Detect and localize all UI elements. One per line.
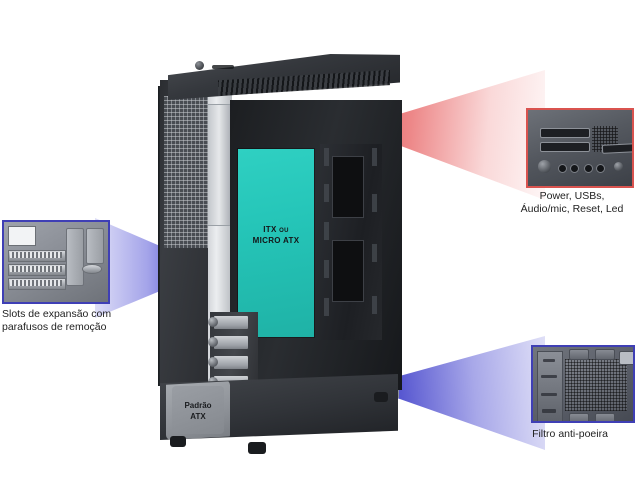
mic-jack-icon: [570, 164, 579, 173]
cage-rail: [372, 244, 377, 262]
expansion-slot-cover: [214, 336, 248, 349]
callout-image-dust-filter: [531, 345, 635, 423]
filter-mark: [541, 375, 557, 378]
psu-label-line-2: ATX: [190, 412, 206, 421]
drive-cage-slot: [332, 156, 364, 218]
motherboard-support-line-1: ITX ou: [263, 225, 289, 234]
reset-button-icon: [614, 162, 623, 171]
callout-label-dust-filter: Filtro anti-poeira: [500, 428, 640, 441]
usb-port-icon: [540, 142, 590, 152]
filter-tab: [595, 413, 615, 421]
slot-rail: [86, 228, 104, 264]
motherboard-support-line-2: MICRO ATX: [252, 236, 300, 245]
callout-label-dust-filter-line-1: Filtro anti-poeira: [532, 428, 608, 440]
callout-label-expansion-slots: Slots de expansão com parafusos de remoç…: [2, 308, 162, 334]
filter-tab: [569, 349, 589, 360]
power-button-icon: [538, 160, 551, 173]
callout-image-expansion-slots: [2, 220, 110, 304]
psu-label-line-1: Padrão: [184, 401, 212, 410]
slot-rail: [66, 228, 84, 286]
case-foot: [374, 392, 388, 402]
slot-teeth: [10, 280, 62, 286]
motherboard-support-label: ITX ou MICRO ATX: [238, 224, 314, 246]
filter-tab: [595, 349, 615, 360]
dust-filter-mesh: [565, 359, 627, 411]
callout-label-expansion-slots-line-2: parafusos de remoção: [2, 321, 107, 333]
top-cover-slot: [212, 65, 234, 69]
callout-label-front-io-line-2: Áudio/mic, Reset, Led: [520, 203, 624, 215]
front-panel-slot: [601, 143, 632, 154]
cage-rail: [324, 260, 329, 278]
filter-mark: [543, 359, 555, 362]
psu-standard-label: Padrão ATX: [172, 400, 224, 422]
thumbscrew-icon: [208, 357, 218, 367]
screw-icon: [195, 61, 204, 70]
cage-rail: [324, 222, 329, 240]
inner-panel-plate: [208, 104, 230, 226]
filter-corner-tab: [619, 351, 633, 365]
case-foot: [170, 436, 186, 447]
cage-rail: [372, 194, 377, 212]
usb-port-icon: [540, 128, 590, 138]
cage-rail: [324, 148, 329, 166]
slot-teeth: [10, 252, 62, 258]
motherboard-tray-area: [238, 149, 314, 337]
expansion-slot-cover: [214, 356, 248, 369]
callout-image-front-io: [526, 108, 634, 188]
callout-label-front-io-line-1: Power, USBs,: [539, 190, 605, 202]
thumbscrew-icon: [208, 317, 218, 327]
drive-cage-slot: [332, 240, 364, 302]
filter-tab: [569, 413, 589, 421]
slot-bracket-highlight: [8, 226, 36, 246]
psu-mount-inner: [172, 386, 224, 434]
thumbscrew-icon: [208, 337, 218, 347]
cage-rail: [372, 296, 377, 314]
callout-label-expansion-slots-line-1: Slots de expansão com: [2, 308, 112, 320]
cage-rail: [324, 184, 329, 202]
rear-ventilation-mesh: [164, 96, 210, 248]
cage-rail: [324, 298, 329, 316]
filter-mark: [542, 409, 556, 413]
cage-rail: [372, 148, 377, 166]
slot-teeth: [10, 266, 62, 272]
audio-jack-icon: [558, 164, 567, 173]
case-foot: [248, 442, 266, 454]
filter-mark: [541, 393, 557, 396]
thumbscrew-icon: [82, 264, 102, 274]
callout-label-front-io: Power, USBs, Áudio/mic, Reset, Led: [504, 190, 640, 216]
expansion-slot-cover: [214, 316, 248, 329]
usb-jack-icon: [584, 164, 593, 173]
pc-case-illustration: ITX ou MICRO ATX Padrão ATX: [152, 44, 440, 454]
led-indicator-icon: [596, 164, 605, 173]
